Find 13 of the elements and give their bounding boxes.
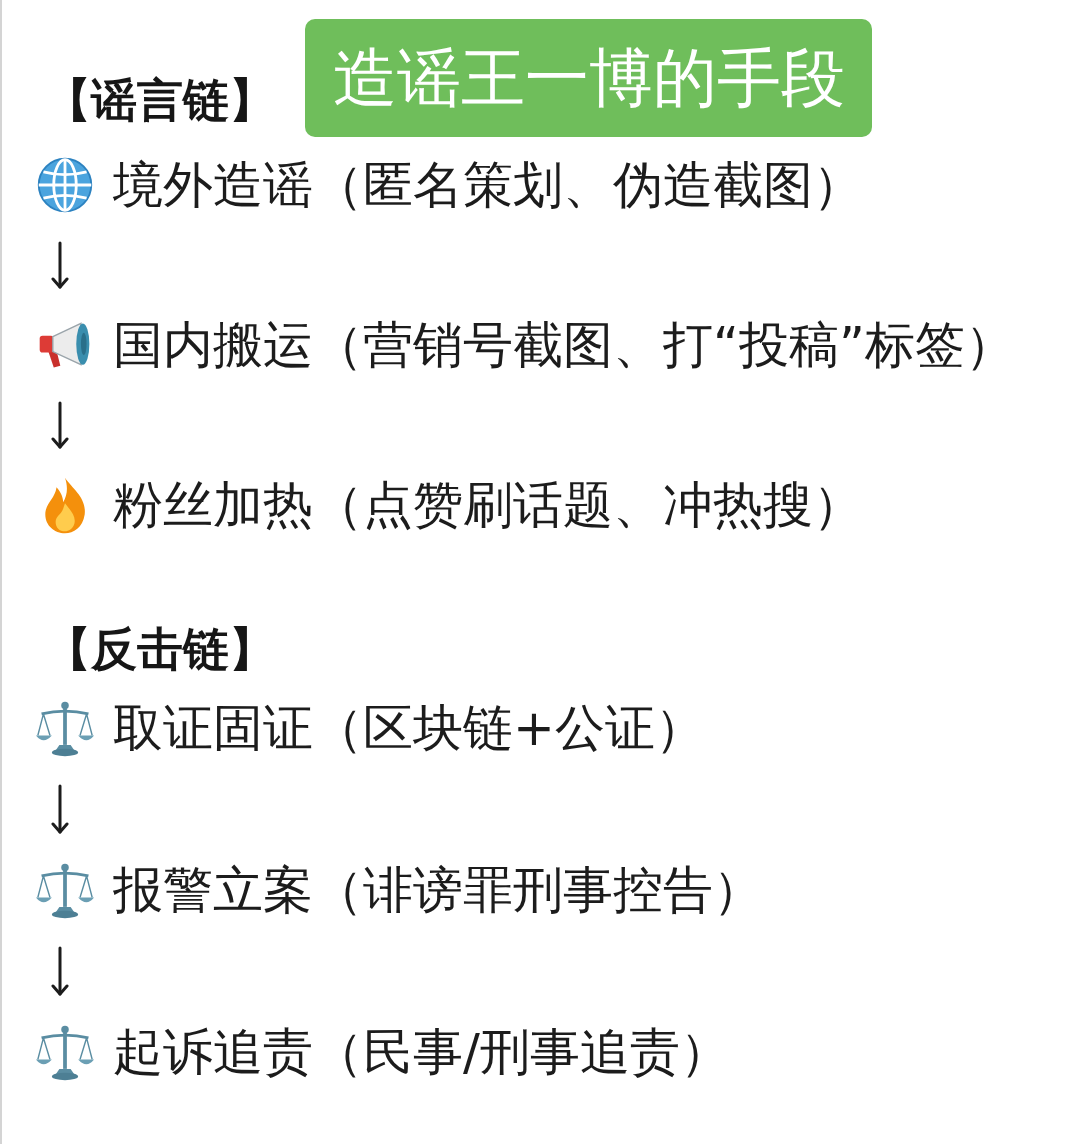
step-text: 报警立案（诽谤罪刑事控告） bbox=[113, 860, 763, 920]
arrow bbox=[51, 401, 69, 449]
step-text: 境外造谣（匿名策划、伪造截图） bbox=[113, 155, 863, 215]
section-heading: 【谣言链】 bbox=[45, 72, 275, 128]
step-text: 起诉追责（民事/刑事追责） bbox=[113, 1022, 730, 1082]
section-heading: 【反击链】 bbox=[45, 621, 275, 677]
step-text: 取证固证（区块链+公证） bbox=[113, 698, 705, 758]
arrow bbox=[51, 946, 69, 996]
arrow bbox=[51, 241, 69, 289]
step-text: 国内搬运（营销号截图、打“投稿”标签） bbox=[113, 315, 1015, 375]
arrow bbox=[51, 784, 69, 834]
title-banner: 造谣王一博的手段 bbox=[305, 19, 872, 137]
step-text: 粉丝加热（点赞刷话题、冲热搜） bbox=[113, 475, 863, 535]
